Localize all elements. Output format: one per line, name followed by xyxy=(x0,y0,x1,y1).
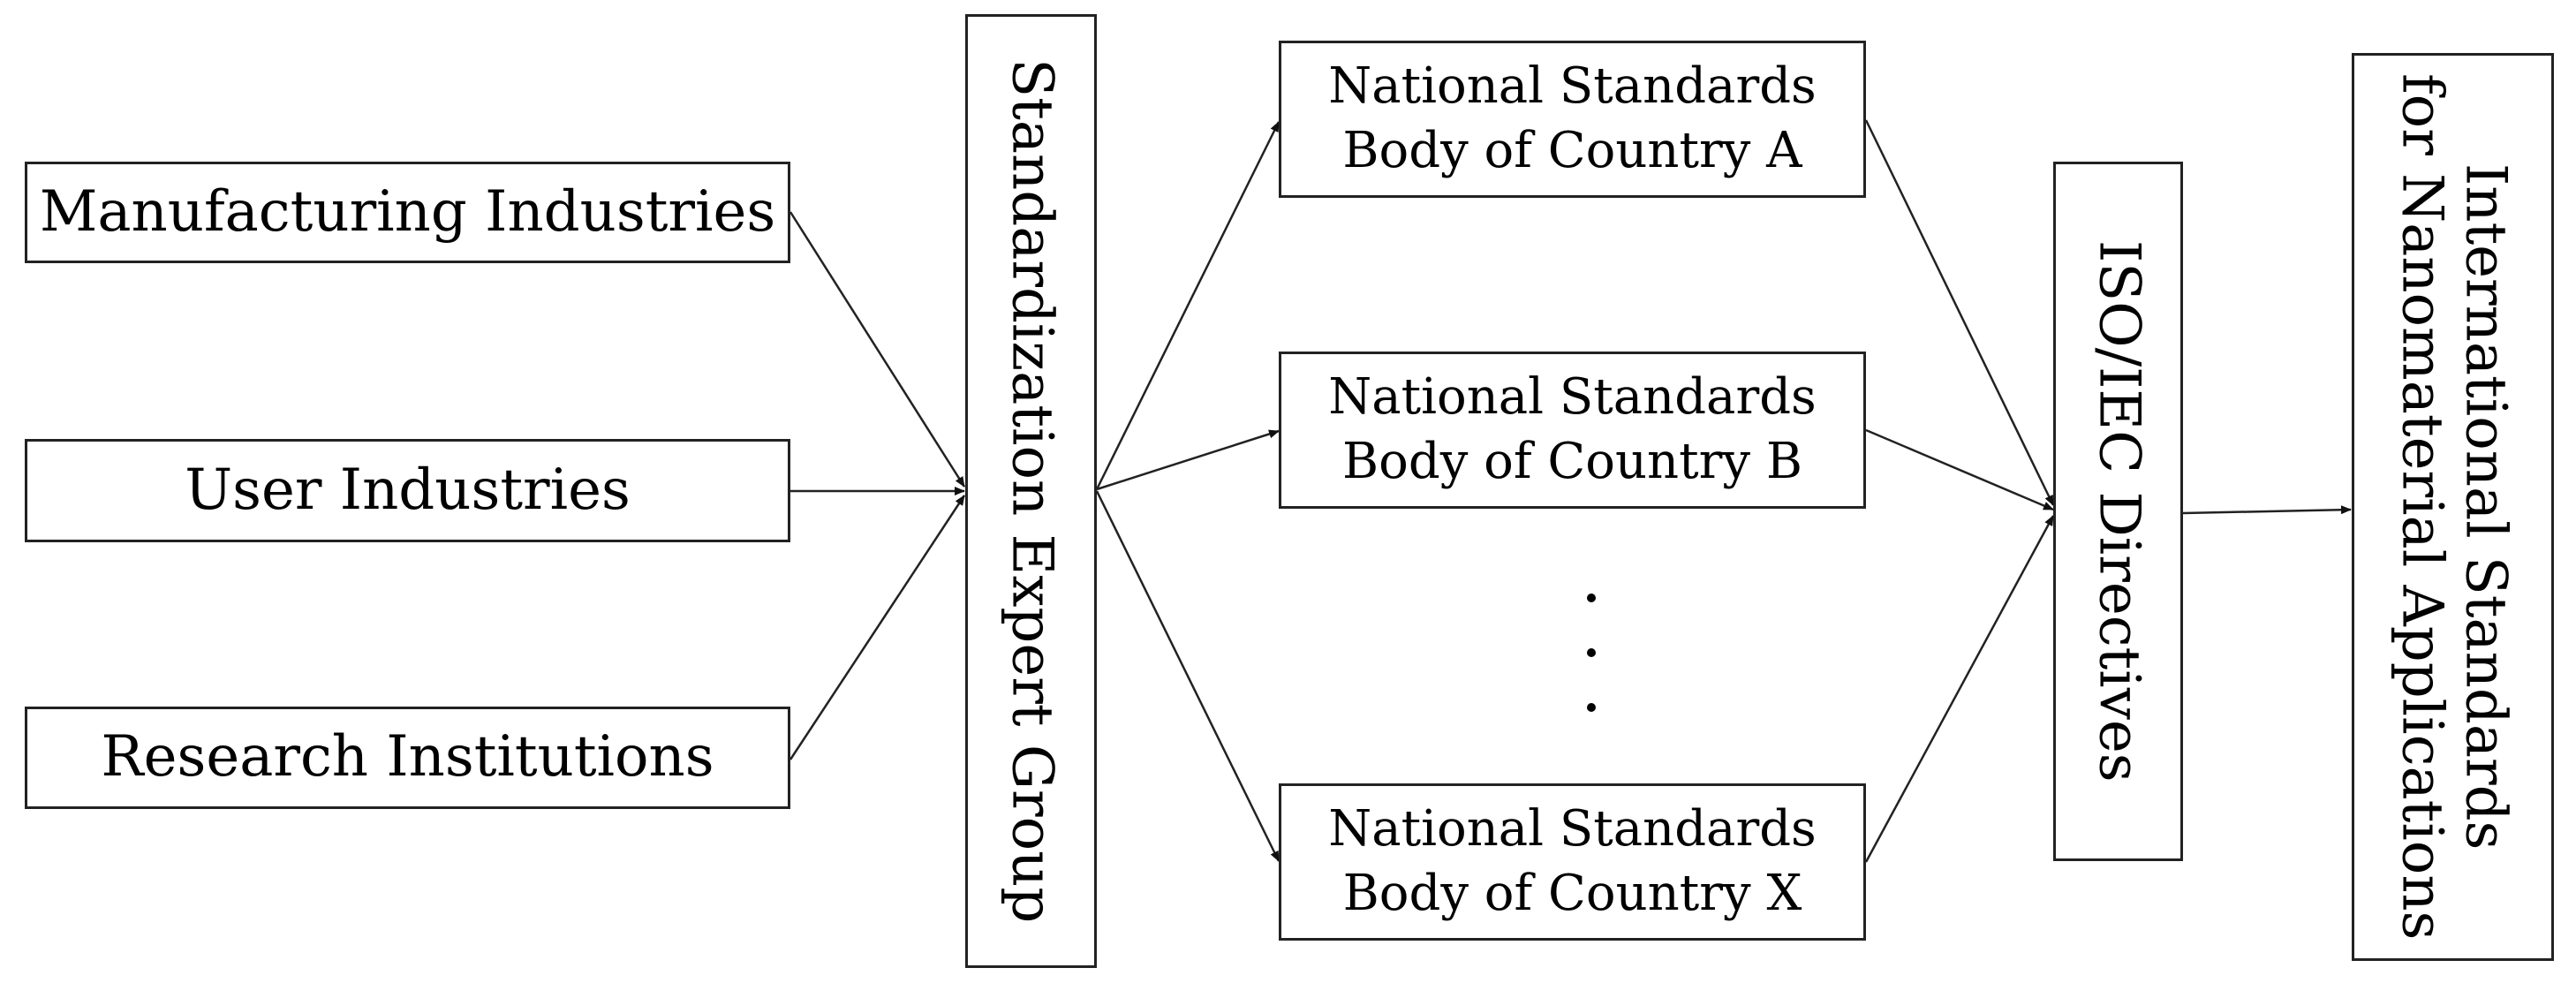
iso-iec-directives-label: ISO/IEC Directives xyxy=(2086,240,2152,783)
national-body-country-b-line2: Body of Country B xyxy=(1342,433,1802,490)
standardization-expert-group-box: Standardization Expert Group xyxy=(965,14,1097,968)
national-body-country-a-box: National Standards Body of Country A xyxy=(1279,41,1866,198)
national-body-country-b-line1: National Standards xyxy=(1328,368,1817,427)
arrow-country-a-to-directives xyxy=(1864,119,2055,506)
standardization-expert-group-label: Standardization Expert Group xyxy=(999,58,1065,924)
national-body-country-b-box: National Standards Body of Country B xyxy=(1279,352,1866,509)
ellipsis-dot xyxy=(1587,648,1596,657)
arrow-expert-group-to-country-b xyxy=(1096,429,1280,491)
research-institutions-box: Research Institutions xyxy=(25,707,790,809)
national-body-country-a-line2: Body of Country A xyxy=(1342,122,1802,179)
arrow-manufacturing-to-expert-group xyxy=(789,211,966,488)
arrow-research-to-expert-group xyxy=(789,495,966,760)
arrow-directives-to-international-standards xyxy=(2182,505,2352,515)
ellipsis-dot xyxy=(1587,594,1596,602)
national-body-country-a-line1: National Standards xyxy=(1328,57,1817,116)
national-body-country-x-line1: National Standards xyxy=(1328,800,1817,858)
user-industries-box: User Industries xyxy=(25,439,790,542)
arrow-country-b-to-directives xyxy=(1865,428,2054,511)
iso-iec-directives-box: ISO/IEC Directives xyxy=(2053,162,2183,861)
national-body-country-x-box: National Standards Body of Country X xyxy=(1279,783,1866,941)
national-body-country-x-line2: Body of Country X xyxy=(1342,865,1802,922)
international-standards-box: International Standards for Nanomaterial… xyxy=(2352,53,2554,961)
research-institutions-label: Research Institutions xyxy=(101,724,714,790)
international-standards-line1: International Standards xyxy=(2452,163,2519,851)
arrow-country-x-to-directives xyxy=(1864,515,2055,863)
international-standards-line2: for Nanomaterial Applications xyxy=(2389,73,2455,941)
arrow-expert-group-to-country-a xyxy=(1095,121,1280,490)
user-industries-label: User Industries xyxy=(185,457,631,523)
manufacturing-industries-box: Manufacturing Industries xyxy=(25,162,790,263)
ellipsis-dot xyxy=(1587,703,1596,712)
manufacturing-industries-label: Manufacturing Industries xyxy=(39,178,776,245)
arrow-expert-group-to-country-x xyxy=(1095,490,1280,862)
